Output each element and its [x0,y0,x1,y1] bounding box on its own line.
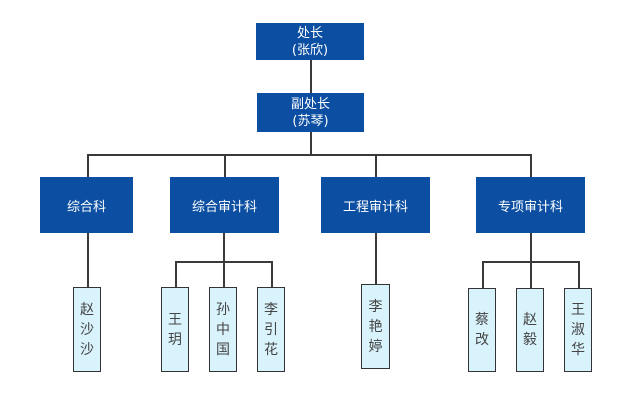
node-staff: 蔡改 [468,288,496,372]
connector-dept-2 [224,154,226,177]
node-department: 专项审计科 [476,177,585,233]
connector-dept4-staff-bus [482,261,579,263]
connector-dept-3 [375,154,377,177]
node-deputy-name: (苏琴) [292,113,329,129]
connector-deputy-bus [310,132,312,154]
staff-name: 孙中国 [216,301,230,358]
node-staff: 王淑华 [564,288,592,372]
staff-name: 李引花 [264,301,278,358]
node-deputy-director: 副处长 (苏琴) [257,93,364,132]
connector-dept2-staff-right [271,261,273,287]
staff-name: 赵沙沙 [80,301,94,358]
staff-name: 蔡改 [475,312,489,348]
node-director-title: 处长 [296,25,323,41]
connector-dept2-staff-left [175,261,177,287]
node-staff: 王玥 [161,287,189,372]
staff-name: 赵毅 [523,312,537,348]
node-director: 处长 (张欣) [256,23,364,60]
staff-name: 李艳婷 [368,298,383,355]
node-staff: 李艳婷 [361,284,390,369]
node-staff: 孙中国 [209,287,237,372]
connector-dept2-staff-trunk [223,233,225,287]
connector-dept-bus [87,154,531,156]
department-label: 专项审计科 [497,199,563,215]
connector-dept2-staff-bus [175,261,273,263]
node-director-name: (张欣) [291,42,329,58]
node-deputy-title: 副处长 [290,96,330,112]
connector-dept4-staff-trunk [530,233,532,288]
connector-dept-4 [530,154,532,177]
staff-name: 王淑华 [571,302,585,358]
node-department: 工程审计科 [321,177,430,233]
department-label: 综合科 [66,199,106,215]
department-label: 工程审计科 [342,199,408,215]
node-staff: 赵沙沙 [73,287,101,372]
connector-dept3-staff [375,233,377,284]
department-label: 综合审计科 [191,199,257,215]
connector-dept4-staff-right [578,261,580,288]
node-staff: 赵毅 [516,288,544,372]
connector-dept-1 [87,154,89,177]
staff-name: 王玥 [168,311,182,348]
node-staff: 李引花 [257,287,285,372]
node-department: 综合审计科 [170,177,279,233]
connector-dept4-staff-left [482,261,484,288]
connector-dept1-staff [87,233,89,287]
node-department: 综合科 [40,177,133,233]
connector-director-deputy [310,60,312,93]
